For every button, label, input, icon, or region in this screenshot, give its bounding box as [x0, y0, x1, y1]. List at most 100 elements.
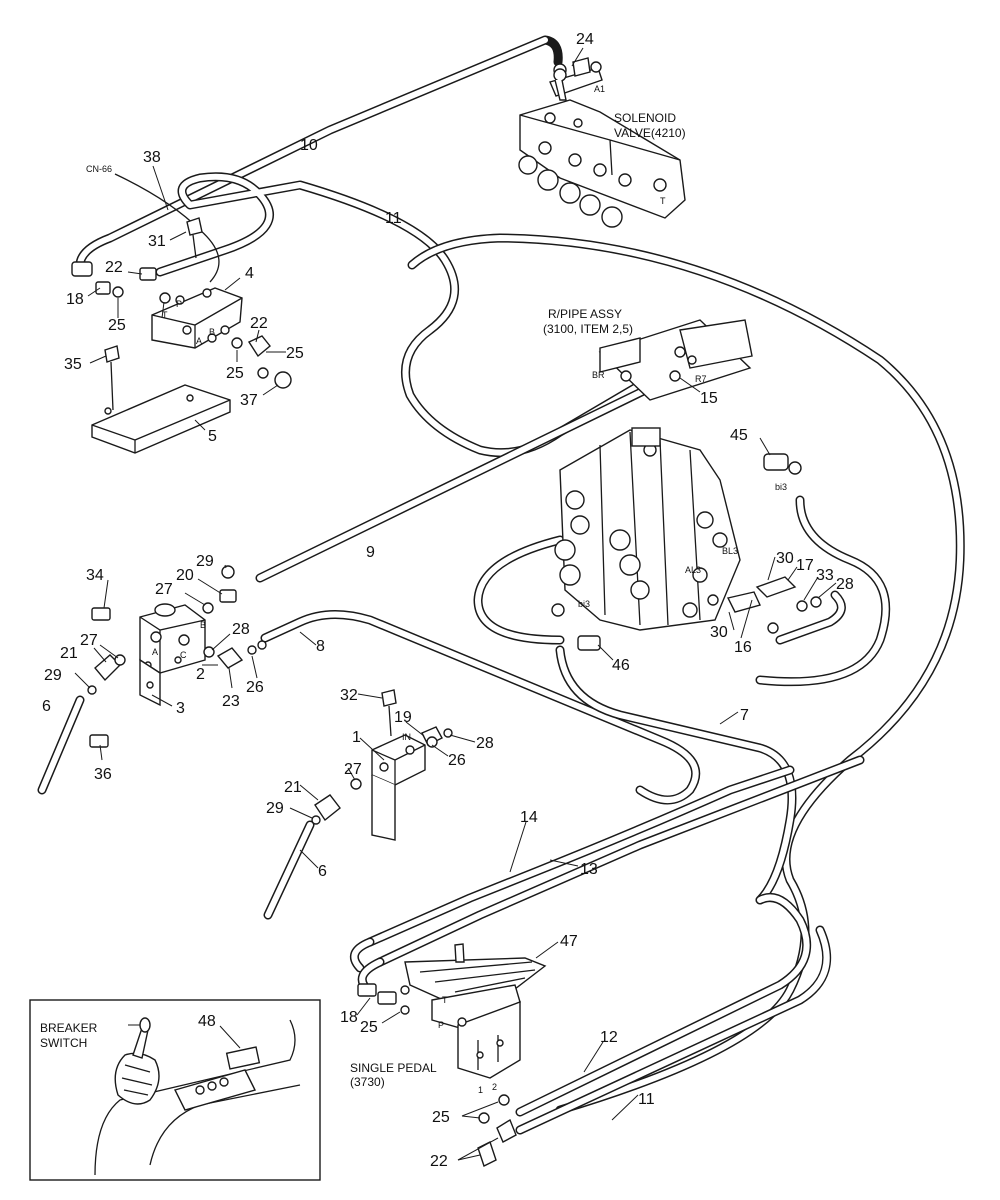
- callout-25-bottom: 25: [360, 1019, 378, 1036]
- callout-46: 46: [612, 657, 630, 674]
- diagram-labels: SOLENOID VALVE(4210) R/PIPE ASSY (3100, …: [40, 111, 686, 1089]
- callout-48: 48: [198, 1013, 216, 1030]
- callout-16: 16: [734, 639, 752, 656]
- callout-10: 10: [300, 137, 318, 154]
- callout-31: 31: [148, 233, 166, 250]
- bracket-3: [139, 658, 161, 707]
- callout-22-bottom: 22: [430, 1153, 448, 1170]
- hose-8: [260, 609, 701, 805]
- port-in-block1: IN: [402, 732, 411, 742]
- callout-27-mid: 27: [344, 761, 362, 778]
- callout-22-top: 22: [105, 259, 123, 276]
- hoses: [37, 35, 965, 1135]
- callout-32: 32: [340, 687, 358, 704]
- callout-2: 2: [196, 666, 205, 683]
- callout-14: 14: [520, 809, 538, 826]
- label-rpipe-1: R/PIPE ASSY: [548, 307, 622, 321]
- port-pedal-p: P: [438, 1020, 444, 1030]
- callout-27-left: 27: [80, 632, 98, 649]
- label-solenoid-valve-2: VALVE(4210): [614, 126, 686, 140]
- callout-25-c: 25: [226, 365, 244, 382]
- single-pedal: [404, 957, 547, 1079]
- breaker-switch-inset: [29, 999, 321, 1181]
- callout-8: 8: [316, 638, 325, 655]
- callout-26-mid: 26: [448, 752, 466, 769]
- port-a-block2: A: [152, 647, 158, 657]
- hose-11-bottom: [515, 925, 832, 1135]
- callouts: 24 10 38 11 31 4 22 18 25 22 25 25 35 37…: [42, 31, 854, 1170]
- callout-7: 7: [740, 707, 749, 724]
- port-bl3: BL3: [722, 546, 738, 556]
- callout-45: 45: [730, 427, 748, 444]
- leader-lines: [74, 47, 837, 1161]
- callout-20: 20: [176, 567, 194, 584]
- port-bi3-upper: bi3: [775, 482, 787, 492]
- callout-18-bottom: 18: [340, 1009, 358, 1026]
- port-bi3-lower: bi3: [578, 599, 590, 609]
- callout-6-mid: 6: [318, 863, 327, 880]
- callout-30-upper: 30: [776, 550, 794, 567]
- fittings: [71, 57, 822, 1167]
- callout-18-top: 18: [66, 291, 84, 308]
- callout-38: 38: [143, 149, 161, 166]
- port-pedal-2: 2: [492, 1082, 497, 1092]
- callout-26-left: 26: [246, 679, 264, 696]
- port-br: BR: [592, 370, 605, 380]
- callout-29-left: 29: [44, 667, 62, 684]
- callout-1: 1: [352, 729, 361, 746]
- port-p-block4: P: [176, 299, 182, 309]
- callout-9: 9: [366, 544, 375, 561]
- callout-30-lower: 30: [710, 624, 728, 641]
- callout-35: 35: [64, 356, 82, 373]
- port-a-block4: A: [196, 336, 202, 346]
- callout-24: 24: [576, 31, 594, 48]
- label-solenoid-valve-1: SOLENOID: [614, 111, 676, 125]
- callout-25-b: 25: [286, 345, 304, 362]
- callout-34: 34: [86, 567, 104, 584]
- label-breaker-switch-1: BREAKER: [40, 1021, 98, 1035]
- port-al3: AL3: [685, 565, 701, 575]
- port-t: T: [660, 196, 666, 206]
- callout-36: 36: [94, 766, 112, 783]
- control-valve: [554, 427, 741, 631]
- callout-27-top: 27: [155, 581, 173, 598]
- block-2: [139, 603, 206, 674]
- callout-21-left: 21: [60, 645, 78, 662]
- callout-29-mid: 29: [266, 800, 284, 817]
- label-cn66: CN-66: [86, 164, 112, 174]
- callout-33: 33: [816, 567, 834, 584]
- callout-4: 4: [245, 265, 254, 282]
- callout-47: 47: [560, 933, 578, 950]
- port-b-block4: B: [209, 327, 215, 337]
- callout-19: 19: [394, 709, 412, 726]
- callout-21-mid: 21: [284, 779, 302, 796]
- port-labels: A1 T BR R7 bi3 BL3 AL3 bi3 P T A B A B C…: [152, 84, 787, 1095]
- callout-5: 5: [208, 428, 217, 445]
- block-4: [151, 287, 243, 349]
- callout-28-top: 28: [232, 621, 250, 638]
- callout-25-a: 25: [108, 317, 126, 334]
- callout-15: 15: [700, 390, 718, 407]
- callout-28-right: 28: [836, 576, 854, 593]
- port-c-block2: C: [180, 650, 187, 660]
- callout-37: 37: [240, 392, 258, 409]
- callout-3: 3: [176, 700, 185, 717]
- port-t-block4: T: [162, 310, 168, 320]
- hose-12: [515, 893, 812, 1117]
- callout-29-top: 29: [196, 553, 214, 570]
- callout-17: 17: [796, 557, 814, 574]
- port-r7: R7: [695, 374, 707, 384]
- callout-6-left: 6: [42, 698, 51, 715]
- label-breaker-switch-2: SWITCH: [40, 1036, 87, 1050]
- callout-11-bottom: 11: [638, 1091, 655, 1108]
- port-b-block2: B: [200, 620, 206, 630]
- plate-5: [91, 384, 231, 454]
- label-single-pedal-1: SINGLE PEDAL: [350, 1061, 437, 1075]
- label-single-pedal-2: (3730): [350, 1075, 385, 1089]
- rpipe-assy: [598, 319, 753, 401]
- block-1: [371, 734, 426, 841]
- port-pedal-t: T: [442, 995, 448, 1005]
- callout-25-pedal: 25: [432, 1109, 450, 1126]
- callout-11-top: 11: [385, 210, 402, 227]
